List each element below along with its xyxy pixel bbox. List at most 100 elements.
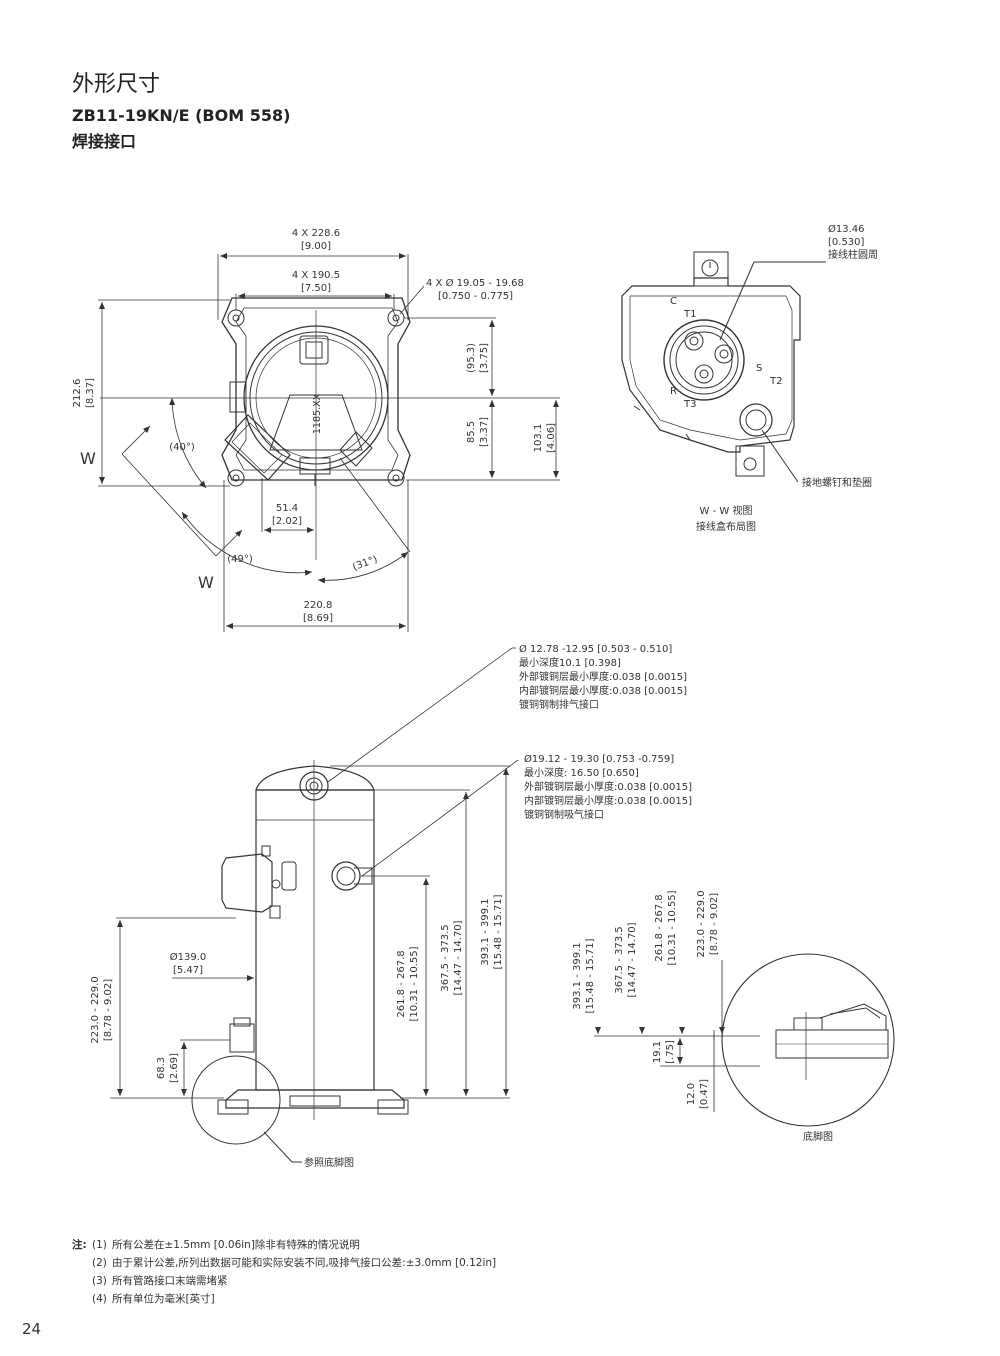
- plate-code-label: 1185.XX: [312, 393, 323, 434]
- h85-inch-label: [3.37]: [479, 417, 490, 447]
- connection-type-title: 焊接接口: [72, 132, 137, 151]
- ground-screw-label: 接地螺钉和垫圈: [802, 476, 872, 489]
- h95-label: (95.3): [466, 343, 477, 373]
- dim-4x190-label: 4 X 190.5: [292, 270, 340, 281]
- h68-inch-label: [2.69]: [169, 1053, 180, 1083]
- angle-40-label: (40°): [169, 442, 195, 453]
- section-w-lower-label: W: [198, 573, 214, 592]
- note-text: 由于累计公差,所列出数据可能和实际安装不同,吸排气接口公差:±3.0mm [0.…: [112, 1257, 497, 1269]
- terminal-box-view: [621, 251, 826, 483]
- suction-fitting: [331, 861, 361, 891]
- d139-label: Ø139.0: [170, 951, 207, 963]
- w220-inch-label: [8.69]: [303, 613, 333, 624]
- section-w-upper-label: W: [80, 449, 96, 468]
- ww-view-caption: W - W 视图: [700, 504, 753, 517]
- foot-h261-inch-label: [10.31 - 10.55]: [667, 890, 678, 965]
- foot-detail-circle: [721, 953, 895, 1127]
- base-foot: [225, 1089, 405, 1109]
- mounting-hole-tl: [227, 309, 245, 327]
- h103-inch-label: [4.06]: [546, 423, 557, 453]
- h85-label: 85.5: [466, 421, 477, 443]
- ground-screw: [739, 403, 773, 437]
- note-row: 注: (1) 所有公差在±1.5mm [0.06in]除非有特殊的情况说明: [72, 1236, 496, 1254]
- center-plate: [269, 394, 363, 451]
- terminal-c-label: C: [670, 296, 677, 307]
- terminal-dia-desc-label: 接线柱圆周: [828, 248, 878, 261]
- angle-49-label: (49°): [227, 554, 253, 565]
- notes-section: 注: (1) 所有公差在±1.5mm [0.06in]除非有特殊的情况说明 (2…: [72, 1236, 496, 1308]
- terminal-box-layout-caption: 接线盒布局图: [696, 520, 756, 533]
- foot-detail-caption: 底脚图: [803, 1130, 833, 1143]
- foot-h12-inch-label: [0.47]: [699, 1079, 710, 1109]
- note-number: (1): [92, 1239, 107, 1251]
- side-view: [191, 760, 409, 1163]
- d51-inch-label: [2.02]: [272, 516, 302, 527]
- top-view: 1185.XX: [100, 297, 560, 560]
- discharge-spec-1: Ø 12.78 -12.95 [0.503 - 0.510]: [519, 643, 672, 655]
- foot-h19-inch-label: [.75]: [665, 1040, 676, 1064]
- hole-dim-label: 4 X Ø 19.05 - 19.68: [426, 277, 524, 289]
- dim-4x228-inch-label: [9.00]: [301, 241, 331, 252]
- note-row: (4) 所有单位为毫米[英寸]: [72, 1290, 496, 1308]
- page-number: 24: [22, 1320, 42, 1338]
- h212-label: 212.6: [72, 379, 83, 408]
- suction-spec-2: 最小深度: 16.50 [0.650]: [524, 766, 639, 779]
- foot-detail-dimensions: [594, 960, 760, 1112]
- dim-4x228-label: 4 X 228.6: [292, 228, 340, 239]
- note-row: (3) 所有管路接口末端需堵紧: [72, 1272, 496, 1290]
- discharge-spec-2: 最小深度10.1 [0.398]: [519, 656, 621, 669]
- terminal-r-label: R: [670, 386, 677, 397]
- foot-h367-inch-label: [14.47 - 14.70]: [627, 922, 638, 997]
- top-view-dimensions: [98, 253, 560, 632]
- h367-label: 367.5 - 373.5: [440, 924, 451, 991]
- foot-h12-label: 12.0: [686, 1083, 697, 1105]
- top-tab: [693, 251, 729, 287]
- h68-label: 68.3: [156, 1057, 167, 1079]
- note-number: (3): [92, 1275, 107, 1287]
- terminal-t1: [684, 331, 704, 351]
- foot-h367-label: 367.5 - 373.5: [614, 926, 625, 993]
- terminal-box-side: [221, 853, 273, 913]
- side-view-dimensions: [110, 765, 510, 1099]
- d139-inch-label: [5.47]: [173, 965, 203, 976]
- shell-body: [255, 789, 375, 1091]
- note-number: (4): [92, 1293, 107, 1305]
- terminal-t2-label: T2: [769, 376, 782, 387]
- foot-h223-inch-label: [8.78 - 9.02]: [709, 893, 720, 955]
- h393-inch-label: [15.48 - 15.71]: [493, 894, 504, 969]
- suction-spec-1: Ø19.12 - 19.30 [0.753 -0.759]: [524, 753, 674, 765]
- foot-reference-circle: [191, 1055, 281, 1145]
- terminal-t3: [694, 364, 714, 384]
- h223-inch-label: [8.78 - 9.02]: [103, 979, 114, 1041]
- side-box: [229, 381, 247, 413]
- oil-fitting: [229, 1023, 255, 1053]
- foot-h19-label: 19.1: [652, 1041, 663, 1063]
- foot-h393-label: 393.1 - 399.1: [572, 942, 583, 1009]
- model-title: ZB11-19KN/E (BOM 558): [72, 106, 291, 125]
- foot-h261-label: 261.8 - 267.8: [654, 894, 665, 961]
- note-text: 所有公差在±1.5mm [0.06in]除非有特殊的情况说明: [112, 1239, 360, 1251]
- terminal-box-outline: [621, 277, 801, 453]
- h103-label: 103.1: [533, 424, 544, 453]
- note-text: 所有单位为毫米[英寸]: [112, 1293, 215, 1305]
- bottom-tab: [735, 445, 765, 477]
- terminal-t2: [714, 344, 734, 364]
- h393-label: 393.1 - 399.1: [480, 898, 491, 965]
- mounting-hole-bl: [227, 469, 245, 487]
- h95-inch-label: [3.75]: [479, 343, 490, 373]
- page-title: 外形尺寸: [72, 72, 161, 97]
- suction-spec-5: 镀铜钢制吸气接口: [524, 808, 604, 821]
- h367-inch-label: [14.47 - 14.70]: [453, 920, 464, 995]
- terminal-box-top: [224, 414, 291, 481]
- w220-label: 220.8: [304, 600, 333, 611]
- discharge-spec-3: 外部镀铜层最小厚度:0.038 [0.0015]: [519, 670, 687, 683]
- hole-dim-inch-label: [0.750 - 0.775]: [438, 291, 513, 302]
- suction-spec-3: 外部镀铜层最小厚度:0.038 [0.0015]: [524, 780, 692, 793]
- terminal-ring-outer: [663, 319, 745, 401]
- dim-4x190-inch-label: [7.50]: [301, 283, 331, 294]
- d51-label: 51.4: [276, 503, 298, 514]
- foot-reference-label: 参照底脚图: [304, 1156, 354, 1169]
- terminal-s-label: S: [756, 363, 762, 374]
- discharge-fitting-top: [299, 335, 329, 365]
- h261-inch-label: [10.31 - 10.55]: [409, 946, 420, 1021]
